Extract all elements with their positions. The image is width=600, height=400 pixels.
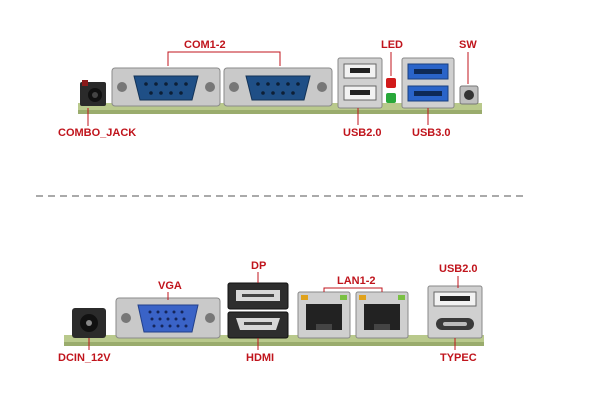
- label-vga: VGA: [158, 280, 182, 292]
- usb2-stack-top: [337, 57, 383, 109]
- label-usb2-top: USB2.0: [343, 127, 382, 139]
- dcin-port: [72, 308, 106, 338]
- label-lan12: LAN1-2: [337, 275, 376, 287]
- label-typec: TYPEC: [440, 352, 477, 364]
- label-dp: DP: [251, 260, 266, 272]
- bottom-leader-lines: [88, 272, 459, 350]
- bottom-pcb-edge: [64, 335, 484, 345]
- lan2-port: [355, 291, 409, 339]
- top-leader-lines: [87, 51, 469, 126]
- top-io-panel: [78, 57, 482, 114]
- top-pcb-edge: [78, 103, 482, 113]
- bottom-labels: VGA DP LAN1-2 USB2.0 DCIN_12V HDMI TYPEC: [58, 260, 478, 364]
- label-usb3: USB3.0: [412, 127, 451, 139]
- label-hdmi: HDMI: [246, 352, 274, 364]
- com1-port: [111, 67, 221, 107]
- power-switch: [459, 85, 479, 105]
- usb2-typec-stack: [427, 285, 483, 339]
- lan1-port: [297, 291, 351, 339]
- label-sw: SW: [459, 39, 477, 51]
- label-com12: COM1-2: [184, 39, 226, 51]
- label-usb2-bottom: USB2.0: [439, 263, 478, 275]
- label-dcin: DCIN_12V: [58, 352, 111, 364]
- label-combo-jack: COMBO_JACK: [58, 127, 136, 139]
- status-leds: [386, 78, 396, 103]
- top-labels: COM1-2 LED SW COMBO_JACK USB2.0 USB3.0: [58, 39, 477, 139]
- bottom-io-panel: [64, 282, 484, 346]
- usb3-stack: [401, 57, 455, 109]
- dp-port: [227, 282, 289, 310]
- com2-port: [223, 67, 333, 107]
- label-led: LED: [381, 39, 403, 51]
- vga-port: [115, 297, 221, 339]
- hdmi-port: [227, 311, 289, 339]
- combo-jack-port: [80, 80, 106, 106]
